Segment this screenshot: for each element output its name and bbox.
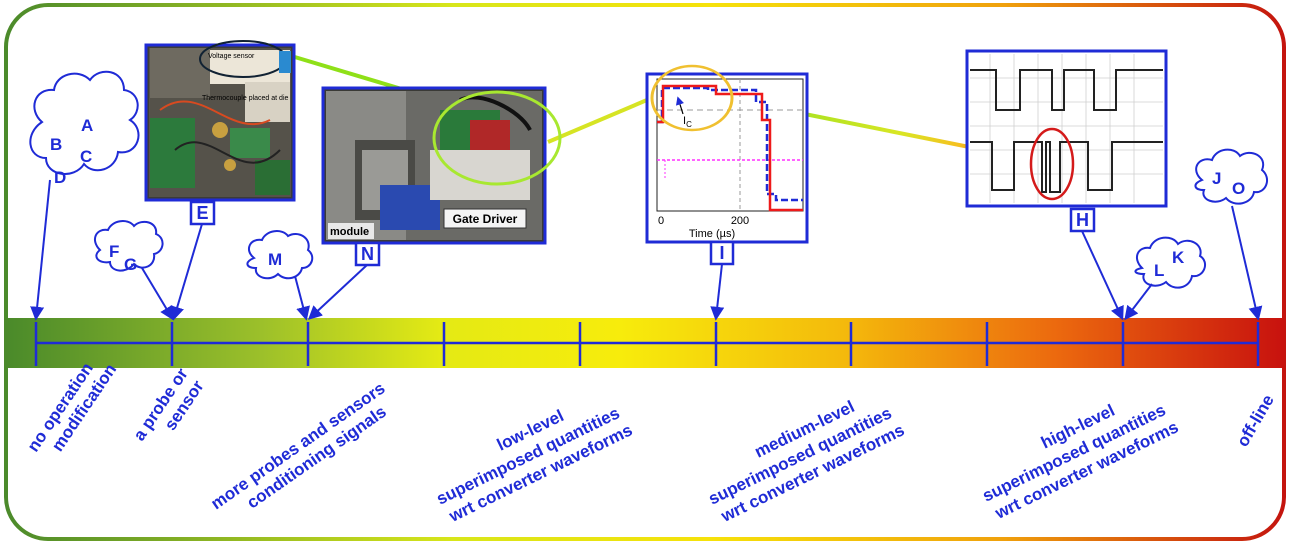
outer-frame bbox=[4, 3, 1286, 541]
pointer-arrows bbox=[30, 179, 1263, 321]
cloud-letter-f: F bbox=[109, 242, 119, 261]
tag-h: H bbox=[1069, 207, 1096, 233]
label-medium-level: medium-level superimposed quantities wrt… bbox=[696, 381, 908, 527]
cloud-letter-k: K bbox=[1172, 248, 1185, 267]
label-high-level: high-level superimposed quantities wrt c… bbox=[970, 378, 1182, 524]
label-off-line: off-line bbox=[1233, 391, 1278, 450]
x-tick-0: 0 bbox=[658, 215, 664, 227]
tag-n: N bbox=[354, 241, 381, 267]
cloud-letter-o: O bbox=[1232, 179, 1245, 198]
cloud-m: M bbox=[246, 230, 314, 280]
cloud-letter-c: C bbox=[80, 147, 92, 166]
tag-n-label: N bbox=[361, 244, 374, 264]
thermocouple-label: Thermocouple placed at die bbox=[202, 95, 288, 102]
module-label: module bbox=[330, 226, 369, 238]
cloud-abcd: A B C D bbox=[29, 70, 140, 187]
tag-e-label: E bbox=[196, 203, 208, 223]
cloud-letter-a: A bbox=[81, 116, 93, 135]
cloud-jo: J O bbox=[1194, 148, 1269, 205]
cloud-letter-g: G bbox=[124, 255, 137, 274]
label-probe-or-sensor: a probe or sensor bbox=[130, 361, 211, 456]
photo-e: Voltage sensor Thermocouple placed at di… bbox=[144, 40, 296, 202]
cloud-letter-j: J bbox=[1212, 169, 1221, 188]
tag-i-label: I bbox=[719, 243, 724, 263]
highlight-ellipse-h bbox=[1029, 127, 1075, 201]
cloud-letter-l: L bbox=[1154, 261, 1164, 280]
tag-h-label: H bbox=[1076, 210, 1089, 230]
ic-label: IC bbox=[683, 115, 692, 129]
tag-i: I bbox=[709, 240, 735, 266]
cloud-letter-b: B bbox=[50, 135, 62, 154]
level-labels: no operation modification a probe or sen… bbox=[24, 359, 1278, 530]
oscilloscope-h bbox=[965, 49, 1168, 208]
x-axis-label: Time (µs) bbox=[689, 228, 735, 240]
scale-ticks bbox=[34, 322, 1260, 366]
label-low-level: low-level superimposed quantities wrt co… bbox=[424, 381, 636, 527]
voltage-sensor-label: Voltage sensor bbox=[208, 53, 255, 60]
cloud-fg: F G bbox=[93, 220, 164, 274]
x-tick-200: 200 bbox=[731, 215, 749, 227]
highlight-circle-i bbox=[650, 64, 734, 132]
link-n-to-i bbox=[547, 95, 655, 144]
photo-n: module Gate Driver bbox=[321, 86, 562, 245]
cloud-letter-d: D bbox=[54, 168, 66, 187]
gate-driver-label: Gate Driver bbox=[453, 212, 518, 226]
highlight-ellipse-n bbox=[432, 90, 562, 186]
cloud-letter-m: M bbox=[268, 250, 282, 269]
cloud-lk: L K bbox=[1134, 236, 1207, 289]
tag-e: E bbox=[189, 200, 216, 226]
label-more-probes: more probes and sensors conditioning sig… bbox=[207, 376, 404, 530]
waveform-i: IC 0 200 Time (µs) bbox=[645, 64, 809, 244]
